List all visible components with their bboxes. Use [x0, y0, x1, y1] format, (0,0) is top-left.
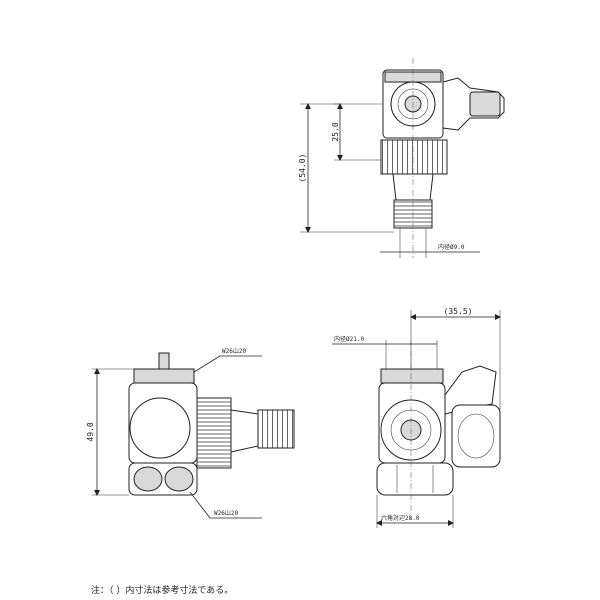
right-bore-label: 内径Ø21.0	[334, 335, 364, 343]
top-knurl-nut	[380, 139, 448, 175]
left-thread-top-label: W26山20	[222, 347, 246, 355]
left-knurl-nut	[196, 397, 232, 469]
left-thread-bottom-label: W26山20	[214, 509, 238, 517]
dim-25-label: 25.0	[331, 122, 340, 141]
left-connector	[257, 409, 295, 449]
top-view: 25.0 (54.0) 内径Ø9.0	[298, 58, 505, 258]
top-lever-end	[469, 91, 501, 117]
dim-49-label: 49.0	[86, 422, 95, 441]
right-top-nut	[380, 368, 444, 384]
right-lever-body	[451, 404, 501, 468]
right-hex-label: 六角対辺28.0	[381, 514, 420, 522]
left-body-ball	[129, 397, 191, 459]
left-stem	[158, 352, 170, 370]
right-handle	[444, 365, 497, 415]
right-view: (35.5) 内径Ø21.0 六角対辺28.0	[332, 307, 501, 528]
left-neck	[230, 409, 259, 453]
left-view: 49.0 W26山20 W26山20	[86, 347, 295, 519]
dim-54-label: (54.0)	[298, 154, 307, 183]
reference-note: 注：（ ）内寸法は参考寸法である。	[91, 586, 234, 596]
left-top-nut	[133, 368, 195, 384]
top-bore-label: 内径Ø9.0	[438, 243, 465, 251]
right-bottom-hex	[376, 462, 454, 496]
dim-35-label: (35.5)	[444, 307, 473, 316]
